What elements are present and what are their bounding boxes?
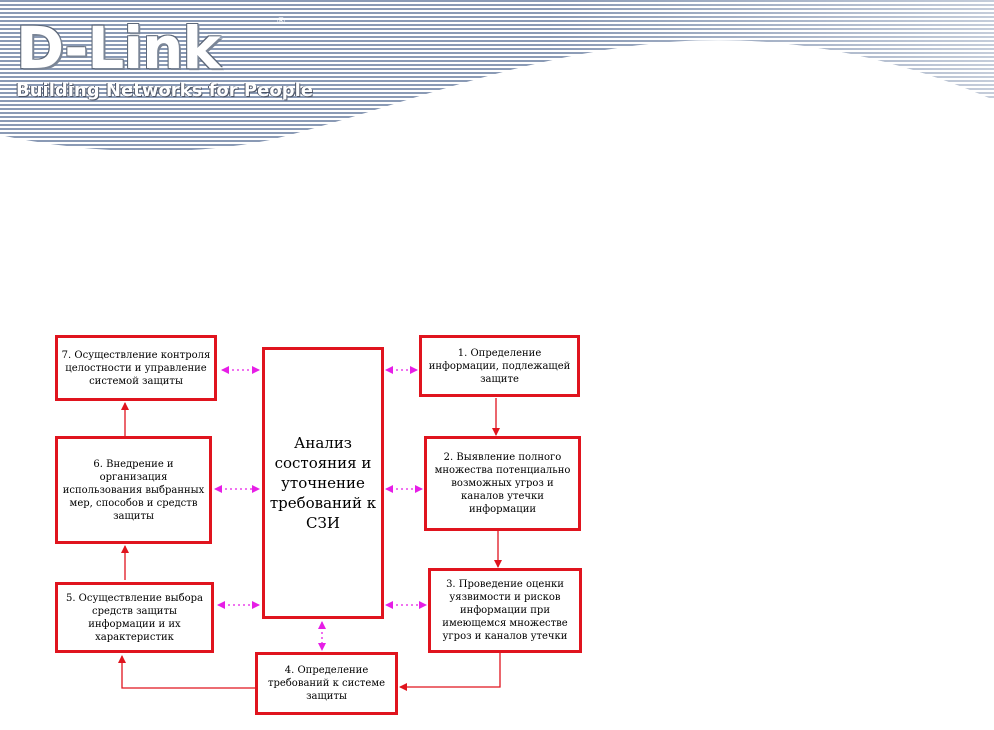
step-6-box: 6. Внедрение и организация использования… bbox=[55, 436, 212, 544]
step-4-box: 4. Определение требований к системе защи… bbox=[255, 652, 398, 715]
registered-mark: ® bbox=[276, 16, 286, 27]
header-banner bbox=[0, 0, 994, 152]
step-1-box: 1. Определение информации, подлежащей за… bbox=[419, 335, 580, 397]
arrow-3-to-4 bbox=[399, 653, 501, 691]
center-analysis-box: Анализ состояния и уточнение требований … bbox=[262, 347, 384, 619]
header-fade bbox=[0, 0, 994, 152]
arrow-4-to-5 bbox=[118, 655, 255, 689]
step-2-box: 2. Выявление полного множества потенциал… bbox=[424, 436, 581, 531]
step-7-box: 7. Осуществление контроля целостности и … bbox=[55, 335, 217, 401]
step-5-box: 5. Осуществление выбора средств защиты и… bbox=[55, 582, 214, 653]
step-3-box: 3. Проведение оценки уязвимости и рисков… bbox=[428, 568, 582, 653]
logo-tagline: Building Networks for People bbox=[16, 80, 313, 101]
dlink-logo: D-Link bbox=[16, 14, 221, 82]
